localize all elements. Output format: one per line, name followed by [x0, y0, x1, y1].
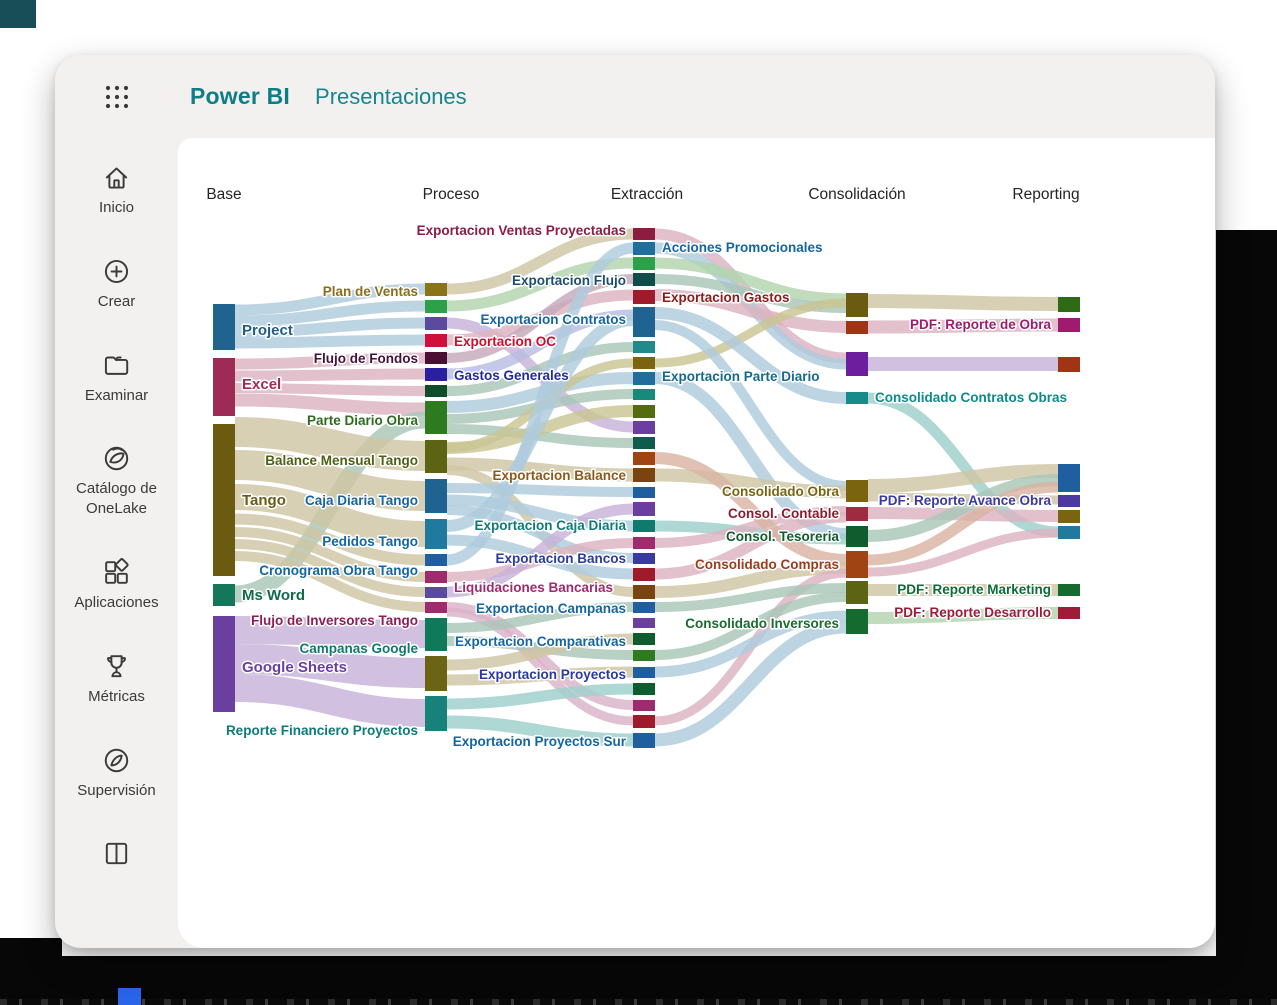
sidebar-item-label: Aplicaciones: [74, 593, 159, 611]
sidebar-item-metricas[interactable]: Métricas: [88, 651, 145, 707]
taskbar-strip: [0, 999, 1277, 1005]
sidebar-item-aprendizaje[interactable]: [101, 838, 132, 869]
apps-icon: [105, 558, 129, 584]
app-launcher-button[interactable]: [102, 82, 132, 112]
sidebar-item-label: Inicio: [98, 199, 135, 216]
onelake-icon: [104, 447, 129, 471]
taskbar-highlight: [118, 988, 141, 1005]
app-title[interactable]: Power BI: [190, 83, 291, 109]
compass-icon: [104, 748, 129, 772]
sidebar-item-label: Métricas: [88, 687, 145, 705]
sidebar-item-crear[interactable]: Crear: [97, 256, 136, 312]
trophy-icon: [107, 654, 126, 677]
sidebar-item-aplicaciones[interactable]: Aplicaciones: [74, 557, 159, 613]
background-dark-bottom: [0, 956, 1277, 1005]
sidebar-item-label: Supervisión: [77, 781, 156, 799]
sidebar-item-examinar[interactable]: Examinar: [85, 350, 148, 406]
sidebar-item-inicio[interactable]: Inicio: [99, 162, 134, 218]
sidebar-item-label: Crear: [97, 292, 136, 310]
sidebar-item-supervision[interactable]: Supervisión: [77, 745, 156, 801]
home-icon: [105, 167, 128, 189]
background-dark-bottom-left: [0, 938, 62, 1005]
folder-icon: [104, 356, 129, 375]
plus-circle-icon: [104, 259, 129, 283]
sidebar-item-label: Catálogo de OneLake: [76, 480, 157, 518]
book-icon: [105, 843, 128, 865]
background-dark-right: [1216, 230, 1277, 1005]
app-header: Power BI Presentaciones: [55, 55, 1215, 138]
content-panel: [178, 138, 1215, 948]
background-corner-accent: [0, 0, 36, 28]
sidebar-item-label: Examinar: [84, 386, 149, 404]
sidebar-item-catalogo-onelake[interactable]: Catálogo de OneLake: [62, 443, 172, 519]
waffle-icon: [105, 85, 129, 108]
page-title: Presentaciones: [315, 83, 467, 109]
